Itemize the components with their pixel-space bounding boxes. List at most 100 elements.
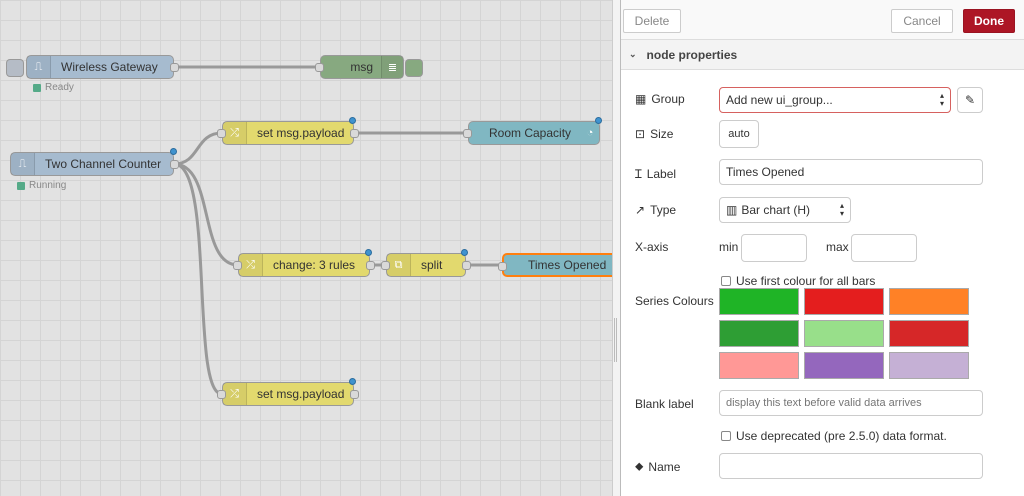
size-button[interactable]: auto: [719, 120, 759, 148]
times-opened-node[interactable]: Times Opened: [498, 253, 612, 277]
set-payload-node[interactable]: ⤮ set msg.payload: [217, 117, 359, 145]
node-label: split: [421, 258, 443, 272]
input-port[interactable]: [498, 262, 507, 271]
series-colour-swatch[interactable]: [804, 352, 884, 379]
shuffle-icon: ⤮: [223, 122, 247, 144]
blank-label-label: Blank label: [635, 397, 694, 411]
wireless-gateway-node[interactable]: ⎍ Wireless Gateway: [26, 55, 179, 79]
input-port[interactable]: [233, 261, 242, 270]
shuffle-icon: ⤮: [223, 383, 247, 405]
split-node[interactable]: ⧉ split: [381, 249, 471, 277]
node-label: set msg.payload: [257, 126, 345, 140]
chevron-down-icon: ⌄: [629, 49, 637, 59]
output-port[interactable]: [366, 261, 375, 270]
panel-resize-handle[interactable]: [612, 0, 620, 496]
node-status: Running: [17, 180, 66, 191]
output-port[interactable]: [170, 63, 179, 72]
serial-icon: ⎍: [27, 56, 51, 78]
node-label: Times Opened: [528, 258, 607, 272]
status-indicator-icon: [33, 83, 41, 92]
input-port[interactable]: [217, 129, 226, 138]
table-icon: ▦: [635, 92, 647, 106]
series-colour-swatch[interactable]: [719, 320, 799, 347]
blank-label-input[interactable]: [719, 390, 983, 416]
series-colours-label: Series Colours: [635, 294, 714, 308]
deprecated-checkbox[interactable]: [721, 431, 731, 441]
inject-button[interactable]: [6, 59, 24, 77]
first-colour-checkbox-row[interactable]: Use first colour for all bars: [721, 274, 875, 288]
series-colour-swatch[interactable]: [719, 352, 799, 379]
input-port[interactable]: [381, 261, 390, 270]
series-colour-swatch[interactable]: [889, 320, 969, 347]
name-input[interactable]: [719, 453, 983, 479]
msg-debug-node[interactable]: msg ≣: [315, 55, 404, 79]
bar-chart-icon: ▥: [726, 203, 738, 217]
changed-indicator: [170, 148, 177, 155]
changed-indicator: [349, 378, 356, 385]
deprecated-label: Use deprecated (pre 2.5.0) data format.: [736, 429, 947, 443]
node-edit-panel: Delete Cancel Done ⌄ node properties ▦Gr…: [620, 0, 1024, 496]
input-port[interactable]: [463, 129, 472, 138]
output-port[interactable]: [170, 160, 179, 169]
edit-group-button[interactable]: ✎: [957, 87, 983, 113]
input-port[interactable]: [217, 390, 226, 399]
type-select-value: Bar chart (H): [741, 203, 811, 217]
room-capacity-node[interactable]: Room Capacity ◔: [463, 117, 602, 145]
done-button[interactable]: Done: [963, 9, 1015, 33]
xaxis-max-input[interactable]: [851, 234, 917, 262]
split-icon: ⧉: [387, 254, 411, 276]
changed-indicator: [461, 249, 468, 256]
first-colour-checkbox[interactable]: [721, 276, 731, 286]
xaxis-min-label: min: [719, 240, 739, 254]
change-rules-node[interactable]: ⤮ change: 3 rules: [233, 249, 375, 277]
group-label: ▦Group: [635, 92, 685, 106]
set-payload-node[interactable]: ⤮ set msg.payload: [217, 378, 359, 406]
output-port[interactable]: [462, 261, 471, 270]
series-colour-swatch[interactable]: [889, 288, 969, 315]
node-label: Wireless Gateway: [61, 60, 158, 74]
pencil-icon: ✎: [964, 93, 976, 107]
changed-indicator: [365, 249, 372, 256]
type-label: ↗Type: [635, 203, 677, 217]
serial-icon: ⎍: [11, 153, 35, 175]
shuffle-icon: ⤮: [239, 254, 263, 276]
deprecated-checkbox-row[interactable]: Use deprecated (pre 2.5.0) data format.: [721, 429, 947, 443]
section-header[interactable]: ⌄ node properties: [621, 40, 1024, 70]
series-colour-swatch[interactable]: [804, 288, 884, 315]
xaxis-max-label: max: [826, 240, 849, 254]
node-label: set msg.payload: [257, 387, 345, 401]
changed-indicator: [349, 117, 356, 124]
delete-button[interactable]: Delete: [623, 9, 681, 33]
series-colour-swatch[interactable]: [719, 288, 799, 315]
node-status: Ready: [33, 82, 74, 93]
panel-toolbar: Delete Cancel Done: [621, 0, 1024, 40]
output-port[interactable]: [350, 129, 359, 138]
node-label: Room Capacity: [489, 126, 572, 140]
node-label: msg: [350, 60, 373, 74]
xaxis-label: X-axis: [635, 240, 669, 254]
resize-icon: ⊡: [635, 127, 646, 141]
group-select[interactable]: Add new ui_group... ▴▾: [719, 87, 951, 113]
debug-list-icon: ≣: [381, 56, 403, 78]
node-label: Two Channel Counter: [45, 157, 162, 171]
status-text: Ready: [45, 82, 74, 93]
debug-toggle-button[interactable]: [405, 59, 423, 77]
status-text: Running: [29, 180, 67, 191]
group-select-value: Add new ui_group...: [726, 93, 833, 107]
output-port[interactable]: [350, 390, 359, 399]
label-input[interactable]: Times Opened: [719, 159, 983, 185]
grip-icon: [614, 318, 617, 362]
section-title: node properties: [646, 47, 738, 62]
text-cursor-icon: Ɪ: [635, 167, 642, 181]
series-colour-swatch[interactable]: [889, 352, 969, 379]
type-select[interactable]: ▥ Bar chart (H) ▴▾: [719, 197, 851, 223]
status-indicator-icon: [17, 181, 25, 190]
series-colour-swatch[interactable]: [804, 320, 884, 347]
cancel-button[interactable]: Cancel: [891, 9, 953, 33]
xaxis-min-input[interactable]: [741, 234, 807, 262]
input-port[interactable]: [315, 63, 324, 72]
two-channel-counter-node[interactable]: ⎍ Two Channel Counter: [10, 148, 179, 176]
wire: [173, 131, 223, 166]
flow-canvas[interactable]: ⎍ Wireless Gateway Ready msg ≣ ⎍ Two Cha…: [0, 0, 612, 496]
